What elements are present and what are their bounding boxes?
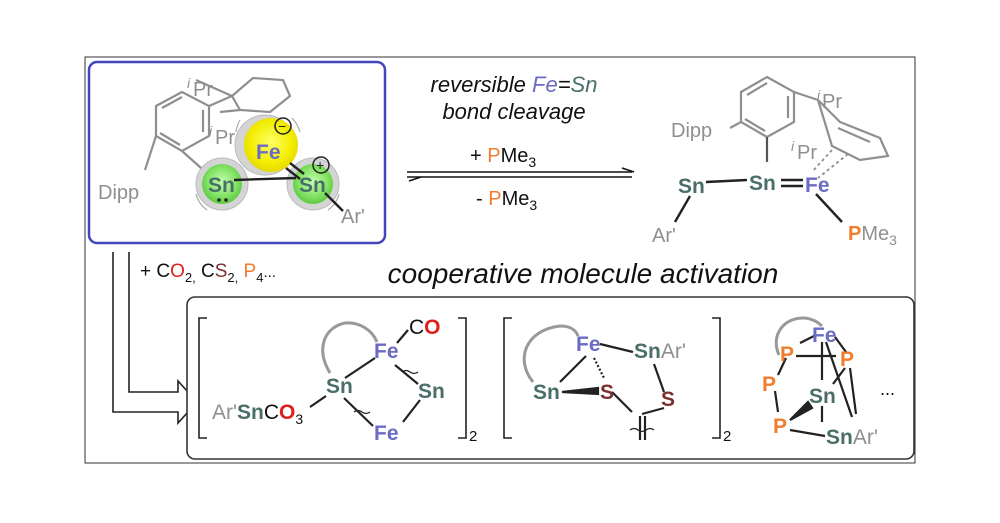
complex-1-dimer-sub: 2 xyxy=(469,428,477,445)
complex-1-arsnco3: Ar'SnCO3 xyxy=(212,401,303,427)
complex-3-p1: P xyxy=(780,343,794,366)
reagents-label: + CO2, CS2, P4... xyxy=(140,261,276,285)
complex-1-sn-right: Sn xyxy=(418,380,445,403)
complex-3-p3: P xyxy=(762,373,776,396)
minus-charge-icon xyxy=(274,117,292,135)
complex-3-p4: P xyxy=(773,415,787,438)
fe-highlight xyxy=(244,118,298,172)
header-line-1: reversible Fe=Sn xyxy=(431,72,598,97)
complex-2-snar: SnAr' xyxy=(634,340,686,363)
product-pme3-label: PMe3 xyxy=(848,223,897,248)
reactant-ipr-mid: Pr xyxy=(215,127,235,149)
complex-3-sn: Sn xyxy=(809,385,836,408)
product-sn-left-label: Sn xyxy=(678,175,705,198)
complex-1: 2 CO Fe Sn Sn Fe Ar'SnCO3 xyxy=(198,316,477,445)
product-fe-label: Fe xyxy=(805,174,830,197)
reactant-sn-right-label: Sn xyxy=(299,174,326,197)
complex-1-sn-left: Sn xyxy=(326,375,353,398)
reactant-ipr-top-i: i xyxy=(187,75,191,91)
reactant-minus: − xyxy=(278,118,286,134)
reactant-ipr-top: Pr xyxy=(193,79,213,101)
product-ipr-mid-i: i xyxy=(791,138,795,154)
complex-2-s1: S xyxy=(600,381,614,404)
forward-reagent-label: + PMe3 xyxy=(470,145,536,170)
complex-2: 2 Fe SnAr' Sn S S xyxy=(503,317,731,445)
reactant-dipp-label: Dipp xyxy=(98,182,139,204)
reverse-reagent-label: - PMe3 xyxy=(476,188,537,213)
reactant-molecule: i Pr i Pr Dipp Fe − Sn Sn + Ar' xyxy=(98,75,365,228)
product-sn-mid-label: Sn xyxy=(749,172,776,195)
complex-2-dimer-sub: 2 xyxy=(723,428,731,445)
equilibrium-arrows xyxy=(407,167,635,182)
plus-charge-icon xyxy=(312,156,330,174)
complex-1-co: CO xyxy=(409,316,441,339)
complex-3: Fe P P P Sn P SnAr' ... xyxy=(762,316,895,449)
products-box xyxy=(186,296,915,460)
complex-3-ellipsis: ... xyxy=(880,379,895,399)
reactant-ar-label: Ar' xyxy=(341,206,365,228)
complex-1-fe-top: Fe xyxy=(374,340,399,363)
lone-pair-dot-1 xyxy=(217,198,221,202)
reactant-ipr-mid-i: i xyxy=(209,123,213,139)
reactant-plus: + xyxy=(316,157,324,173)
product-ipr-top-i: i xyxy=(817,87,821,103)
complex-2-sn: Sn xyxy=(533,381,560,404)
complex-2-fe: Fe xyxy=(576,333,601,356)
header-line-2: bond cleavage xyxy=(442,99,585,124)
lone-pair-dot-2 xyxy=(224,198,228,202)
complex-3-snar: SnAr' xyxy=(826,426,878,449)
complex-3-fe: Fe xyxy=(812,324,837,347)
product-ipr-top: Pr xyxy=(822,91,842,113)
reactant-fe-label: Fe xyxy=(256,141,281,164)
product-dipp-label: Dipp xyxy=(671,120,712,142)
reactant-sn-left-label: Sn xyxy=(208,174,235,197)
product-ipr-mid: Pr xyxy=(797,142,817,164)
product-molecule: Dipp i Pr i Pr Sn Sn Fe Ar' PMe3 xyxy=(652,75,897,248)
sn-left-highlight xyxy=(202,164,242,204)
product-ar-label: Ar' xyxy=(652,225,676,247)
complex-1-fe-bottom: Fe xyxy=(374,422,399,445)
complex-3-p2: P xyxy=(840,348,854,371)
complex-2-s2: S xyxy=(661,388,675,411)
activation-title: cooperative molecule activation xyxy=(388,258,779,289)
